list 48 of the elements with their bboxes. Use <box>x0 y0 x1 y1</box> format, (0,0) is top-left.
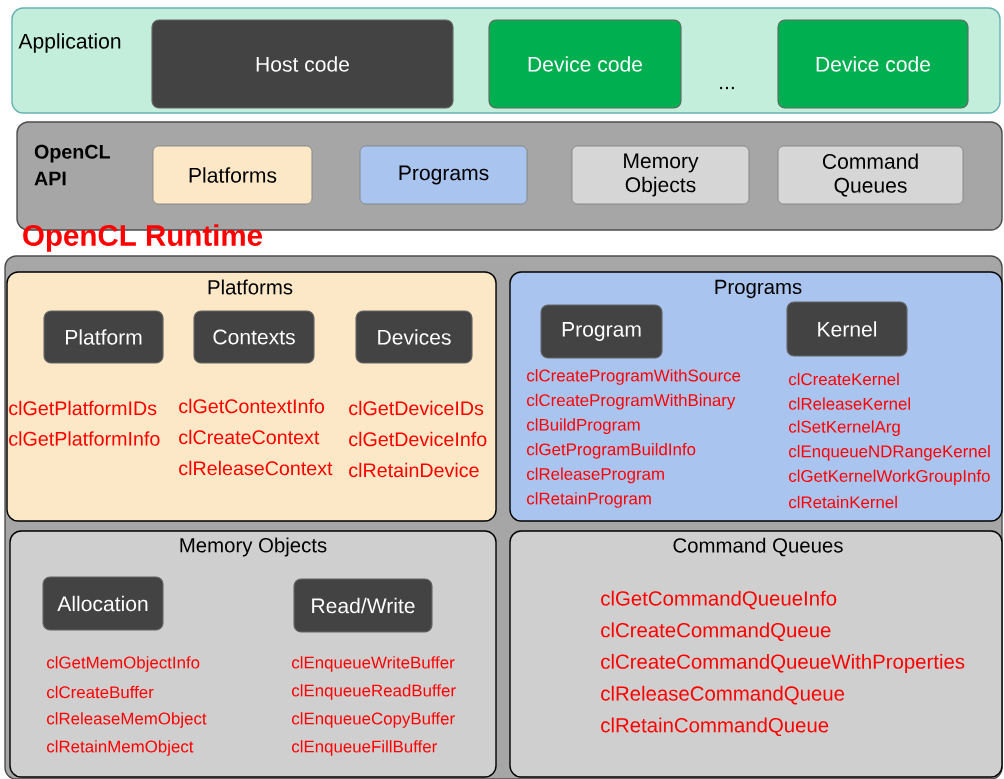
function-name: clCreateProgramWithBinary <box>527 393 736 410</box>
function-name: clReleaseCommandQueue <box>601 685 845 705</box>
function-name: clReleaseContext <box>179 460 333 476</box>
function-name: clReleaseMemObject <box>47 712 207 728</box>
function-name: clRetainMemObject <box>47 740 194 756</box>
function-name: clCreateCommandQueueWithProperties <box>601 653 965 673</box>
ellipsis: ... <box>720 86 734 90</box>
function-name: clEnqueueWriteBuffer <box>292 656 455 672</box>
function-name: clGetKernelWorkGroupInfo <box>789 469 990 486</box>
function-name: clRetainProgram <box>527 492 651 508</box>
function-name: clEnqueueCopyBuffer <box>292 712 455 728</box>
component-box: Kernel <box>786 301 908 357</box>
function-name: clEnqueueFillBuffer <box>292 740 437 756</box>
function-name: clCreateContext <box>179 429 320 445</box>
function-name: clGetContextInfo <box>179 398 325 414</box>
function-name: clReleaseProgram <box>527 467 664 484</box>
api-box: Command Queues <box>777 145 964 205</box>
api-box: Memory Objects <box>571 145 750 205</box>
function-name: clReleaseKernel <box>789 397 910 410</box>
function-name: clRetainCommandQueue <box>601 717 829 737</box>
component-box: Read/Write <box>293 578 433 633</box>
device-code-box: Device code <box>488 19 682 109</box>
component-box: Platform <box>43 310 164 364</box>
function-name: clGetDeviceInfo <box>349 431 487 447</box>
function-name: clGetProgramBuildInfo <box>527 442 696 459</box>
component-box: Devices <box>355 310 473 364</box>
function-name: clCreateKernel <box>789 372 899 386</box>
component-box: Program <box>540 304 663 359</box>
function-name: clCreateProgramWithSource <box>527 369 741 385</box>
device-code-box: Device code <box>777 19 969 109</box>
function-name: clGetDeviceIDs <box>349 400 484 416</box>
function-name: clEnqueueReadBuffer <box>292 684 456 700</box>
api-box: Platforms <box>152 145 313 205</box>
function-name: clRetainKernel <box>789 495 897 509</box>
component-box: Host code <box>151 19 454 109</box>
function-name: clRetainDevice <box>349 462 479 478</box>
function-name: clGetCommandQueueInfo <box>601 590 837 610</box>
function-name: clCreateBuffer <box>47 685 154 699</box>
component-box: Allocation <box>42 576 164 631</box>
function-name: clBuildProgram <box>527 418 640 435</box>
function-name: clSetKernelArg <box>789 420 900 437</box>
function-name: clGetMemObjectInfo <box>47 656 200 672</box>
function-name: clCreateCommandQueue <box>601 622 831 642</box>
api-box: Programs <box>359 145 528 205</box>
function-name: clEnqueueNDRangeKernel <box>789 444 990 461</box>
component-box: Contexts <box>193 310 315 364</box>
function-name: clGetPlatformIDs <box>9 400 157 416</box>
function-name: clGetPlatformInfo <box>9 431 160 446</box>
